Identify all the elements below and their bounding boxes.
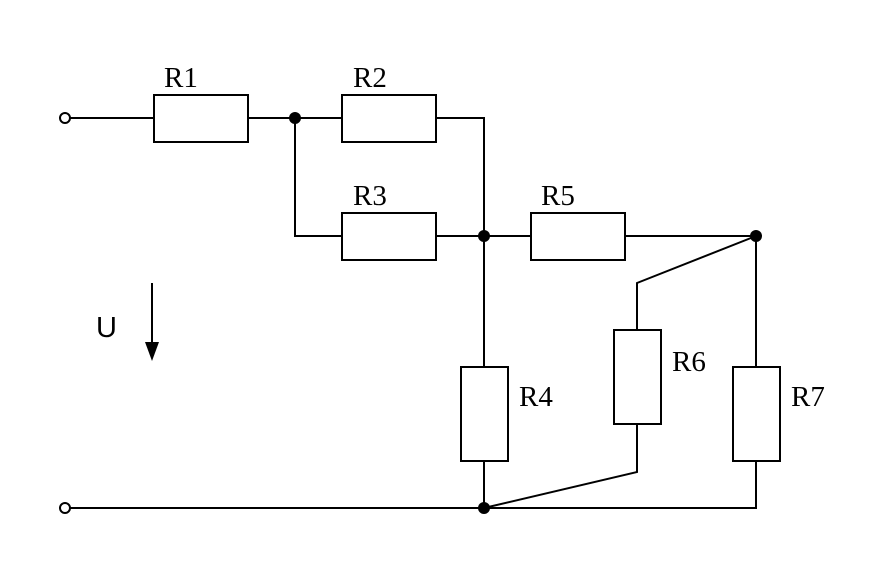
label-r5: R5: [541, 180, 575, 212]
junction-node-a: [289, 112, 301, 124]
wire-node-a-to-r3: [294, 118, 342, 237]
resistor-r5: [530, 212, 626, 261]
label-r2: R2: [353, 62, 387, 94]
label-r4: R4: [519, 381, 553, 413]
wire-node-c-to-r6: [636, 235, 757, 330]
junction-node-c: [750, 230, 762, 242]
wire-r7-to-ground: [484, 461, 757, 509]
resistor-r2: [341, 94, 437, 143]
terminals: [59, 112, 71, 514]
wires: [70, 117, 757, 509]
resistor-r3: [341, 212, 437, 261]
wire-r6-to-ground: [483, 424, 638, 509]
junction-nodes: [289, 112, 762, 514]
terminal-top: [59, 112, 71, 124]
junction-node-b: [478, 230, 490, 242]
label-voltage-u: U: [96, 312, 117, 344]
label-r3: R3: [353, 180, 387, 212]
label-r6: R6: [672, 346, 706, 378]
labels: R1 R2 R3 R5 R4 R6 R7 U: [96, 62, 825, 413]
junction-node-ground: [478, 502, 490, 514]
resistor-bodies: [153, 94, 781, 462]
resistor-r6: [613, 329, 662, 425]
label-r1: R1: [164, 62, 198, 94]
label-r7: R7: [791, 381, 825, 413]
resistor-r4: [460, 366, 509, 462]
resistor-r1: [153, 94, 249, 143]
terminal-bottom: [59, 502, 71, 514]
resistor-r7: [732, 366, 781, 462]
voltage-arrow-icon: [145, 283, 159, 361]
wire-r2-to-node-b: [436, 117, 485, 236]
